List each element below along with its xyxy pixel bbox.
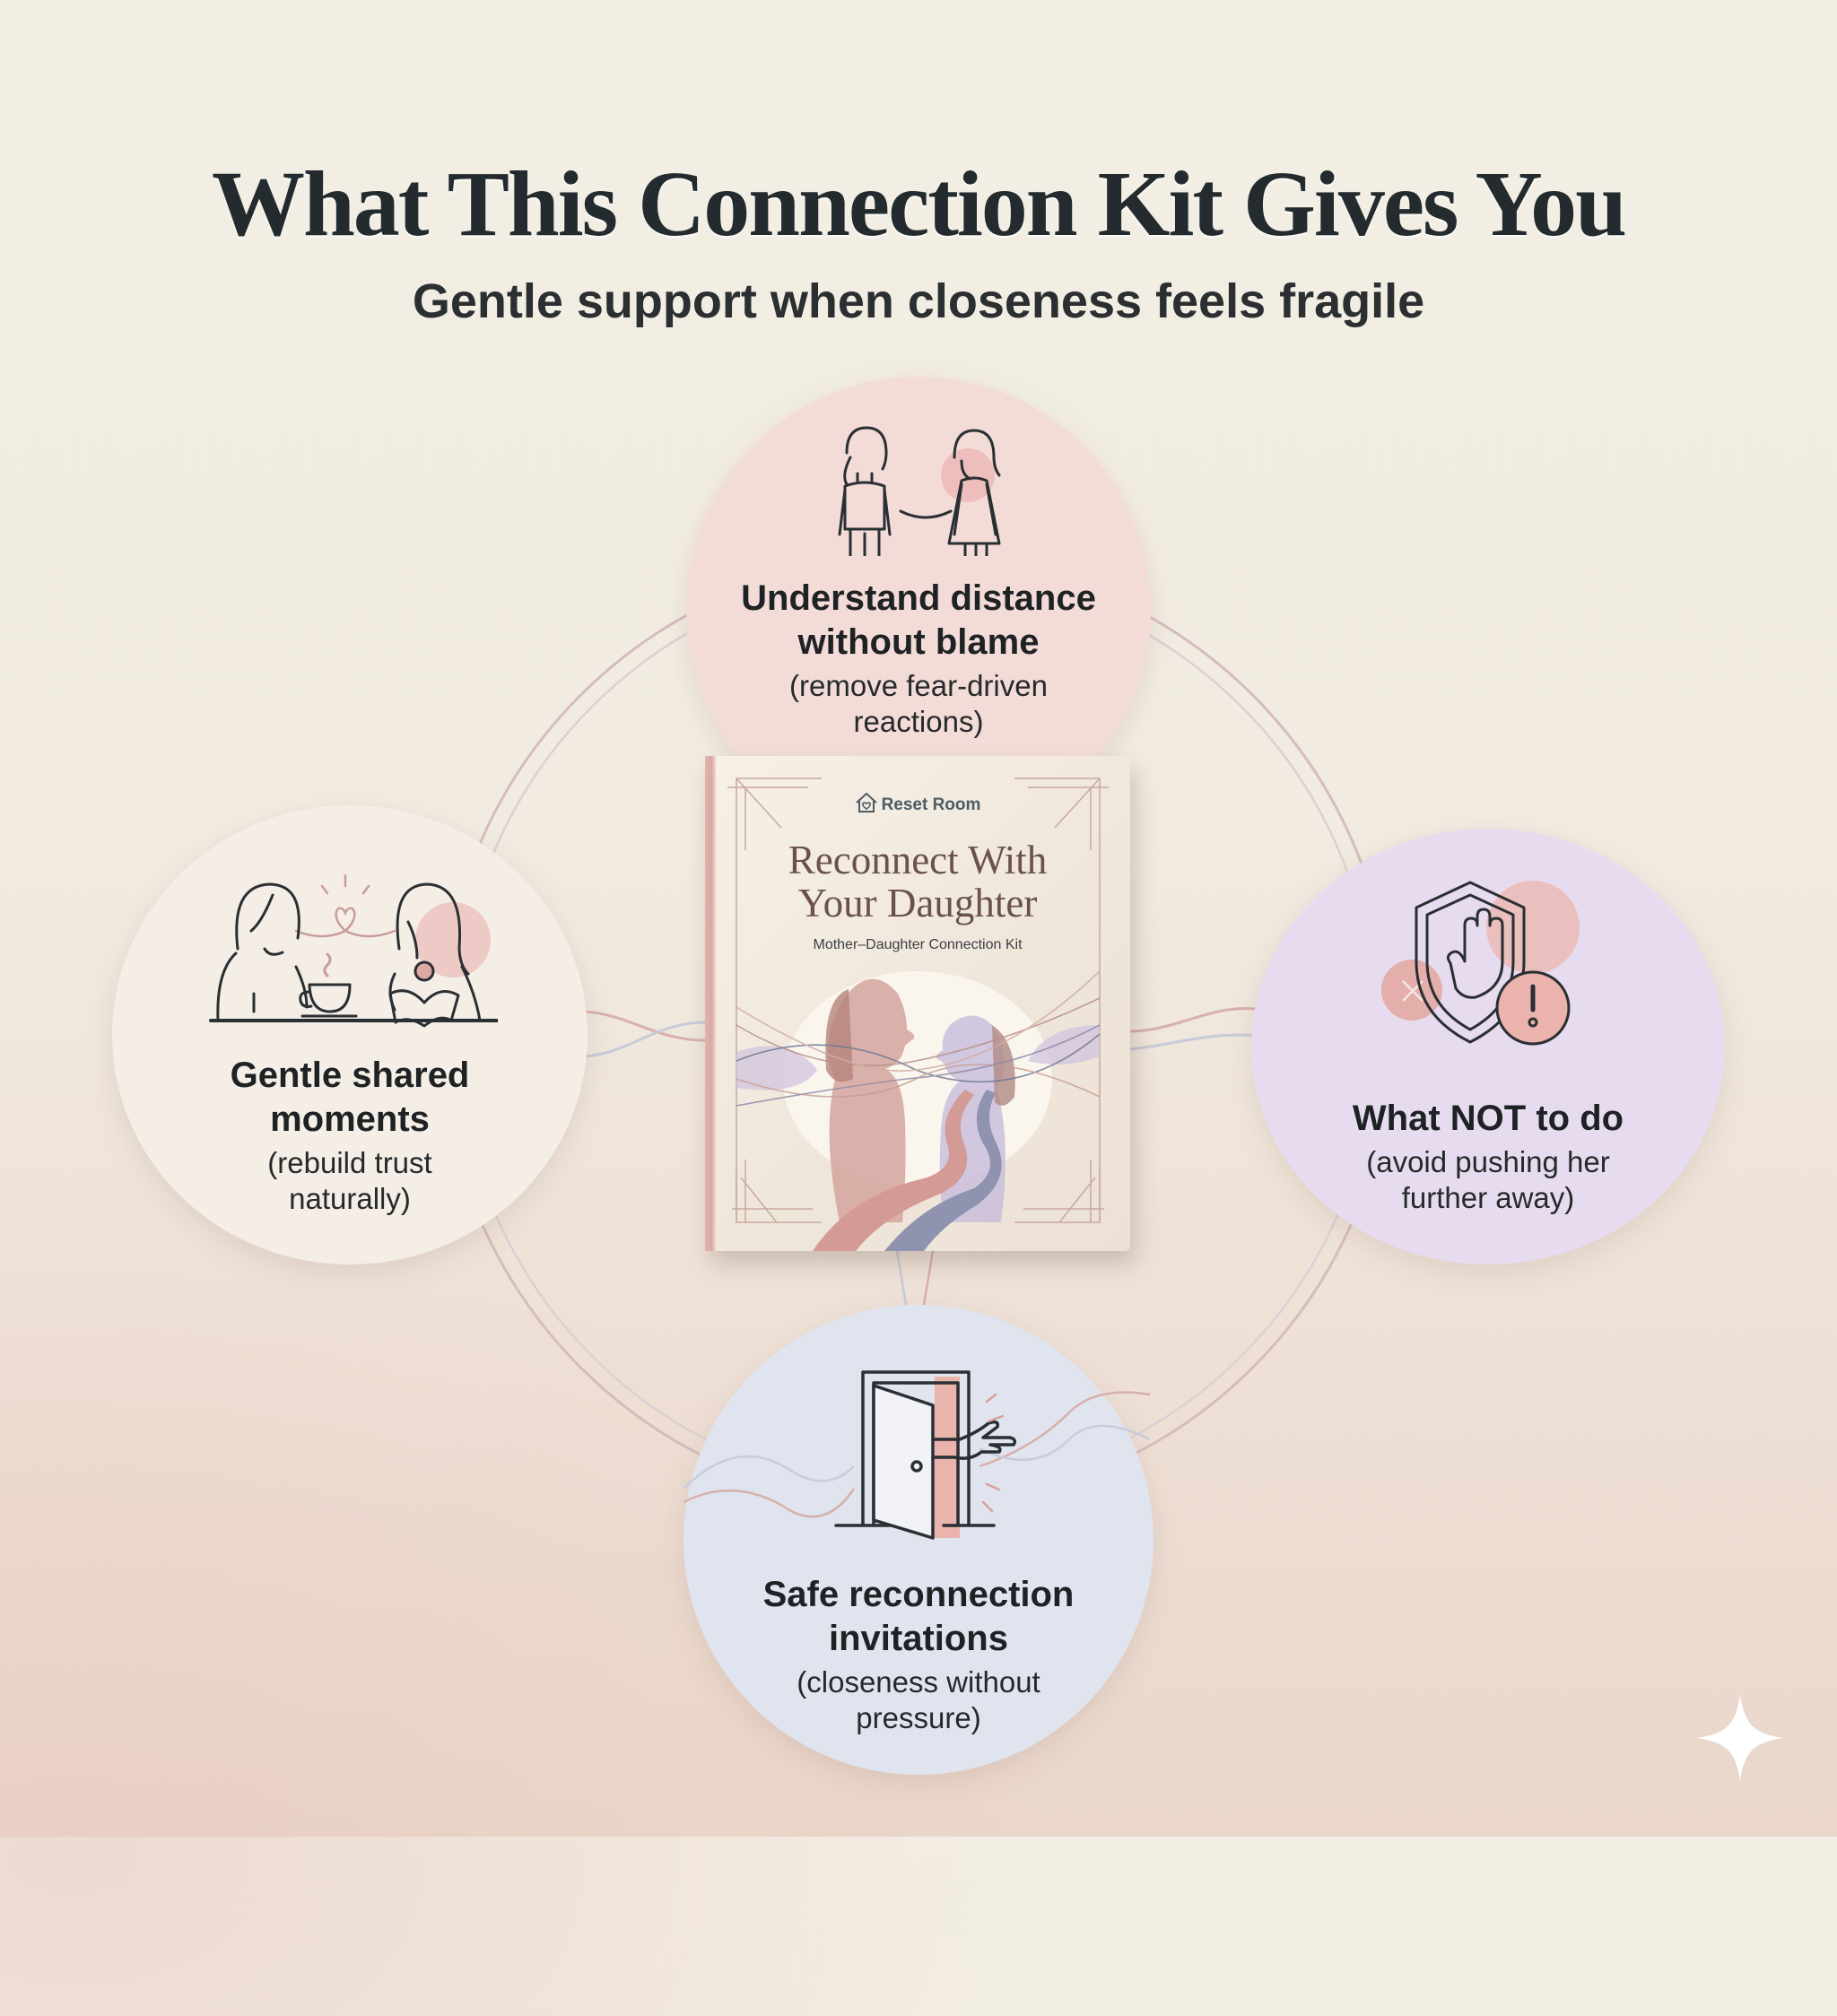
book-subtitle: Mother–Daughter Connection Kit — [813, 937, 1023, 952]
shield-stop-hand-warning-icon — [1380, 873, 1596, 1057]
feature-title: Safe reconnection invitations — [762, 1575, 1075, 1658]
feature-description: (rebuild trust naturally) — [267, 1146, 432, 1215]
feature-gentle-shared-moments: Gentle shared moments (rebuild trust nat… — [112, 805, 588, 1264]
feature-title: What NOT to do — [1352, 1099, 1624, 1138]
feature-title: Understand distance without blame — [741, 578, 1096, 662]
house-heart-icon — [855, 792, 878, 819]
cover-illustration — [727, 778, 1109, 1251]
book-spine — [705, 756, 716, 1251]
sparkle-icon — [1695, 1693, 1785, 1787]
feature-description: (remove fear-driven reactions) — [789, 669, 1048, 738]
feature-safe-reconnection: Safe reconnection invitations (closeness… — [683, 1305, 1154, 1775]
brand-logo: Reset Room — [705, 792, 1130, 819]
book-title: Reconnect With Your Daughter — [788, 838, 1048, 925]
feature-description: (avoid pushing her further away) — [1366, 1145, 1610, 1214]
feature-title: Gentle shared moments — [230, 1056, 470, 1139]
page-title: What This Connection Kit Gives You — [211, 152, 1627, 256]
feature-description: (closeness without pressure) — [797, 1665, 1040, 1734]
open-door-hand-icon — [683, 1368, 1154, 1560]
page-subtitle: Gentle support when closeness feels frag… — [412, 274, 1425, 328]
two-figures-apart-icon — [811, 421, 1026, 560]
shared-tea-moment-icon — [202, 868, 500, 1034]
product-book-cover: Reset Room Reconnect With Your Daughter … — [705, 756, 1130, 1251]
feature-what-not-to-do: What NOT to do (avoid pushing her furthe… — [1251, 829, 1725, 1264]
